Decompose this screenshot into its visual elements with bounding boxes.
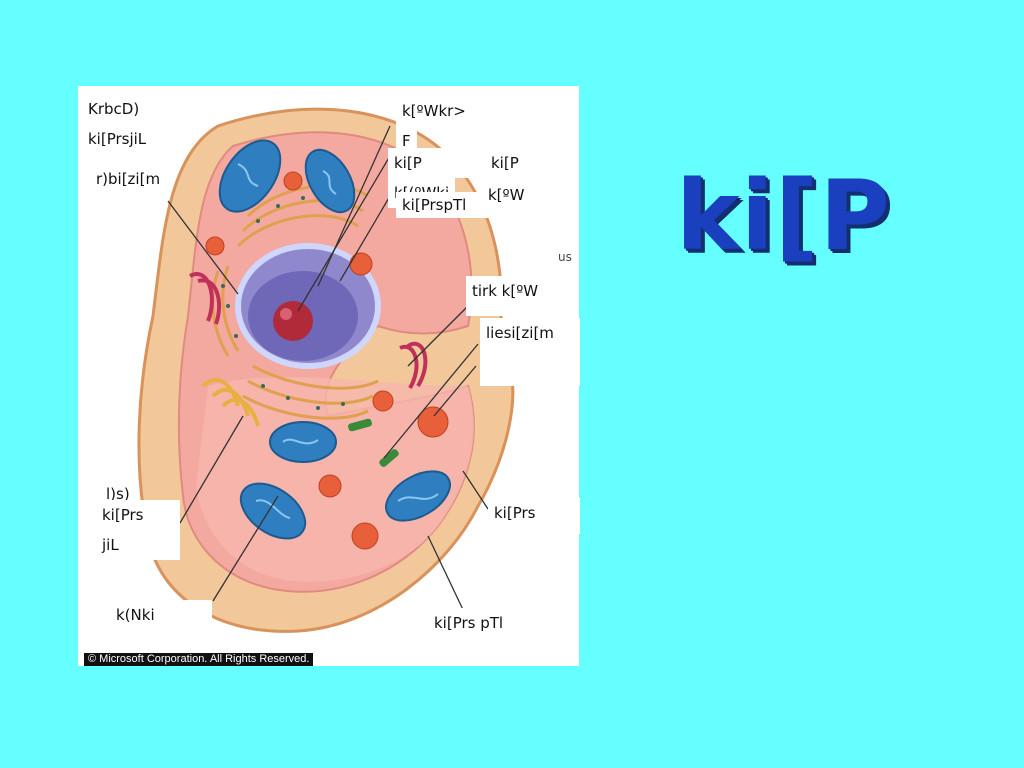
- animal-cell-illustration: [137, 107, 515, 633]
- label-leader-lines: [167, 125, 489, 617]
- label-bottom-left-3: jiL: [96, 530, 180, 560]
- cell-diagram: KrbcD) ki[PrsjiL r)bi[zi[m k[ºWkr> F ki[…: [78, 86, 580, 666]
- label-us: us: [558, 250, 572, 264]
- centrioles: [348, 418, 399, 467]
- golgi-apparatus: [189, 272, 428, 390]
- label-left-mid: r)bi[zi[m: [90, 164, 167, 194]
- label-top-center-4: ki[PrspTl: [396, 192, 496, 218]
- label-right-2: liesi[zi[m: [480, 318, 580, 386]
- label-top-left-1: KrbcD): [82, 94, 146, 124]
- label-top-center-2: ki[P: [388, 148, 490, 178]
- label-bottom-left-1: l)s): [106, 485, 130, 503]
- copyright-notice: © Microsoft Corporation. All Rights Rese…: [84, 653, 314, 666]
- label-top-right-1: ki[P: [485, 148, 577, 178]
- label-top-left-2: ki[PrsjiL: [82, 124, 153, 154]
- label-top-center-1: k[ºWkr>: [396, 96, 478, 126]
- label-bottom-left-4: k(Nki: [110, 600, 212, 638]
- label-bottom-left-2: ki[Prs: [96, 500, 180, 530]
- slide-title: ki[P: [676, 160, 891, 272]
- mitochondria-cristae: [237, 163, 439, 519]
- label-right-3: ki[Prs: [488, 498, 580, 534]
- label-top-right-2: k[ºW: [482, 180, 564, 210]
- nucleolus-highlight: [280, 308, 292, 320]
- nucleolus: [273, 301, 313, 341]
- mitochondria: [218, 139, 451, 540]
- smooth-er: [201, 377, 260, 427]
- label-bottom-right: ki[Prs pTl: [428, 608, 570, 646]
- label-right-1: tirk k[ºW: [466, 276, 578, 316]
- lysosomes: [205, 171, 449, 550]
